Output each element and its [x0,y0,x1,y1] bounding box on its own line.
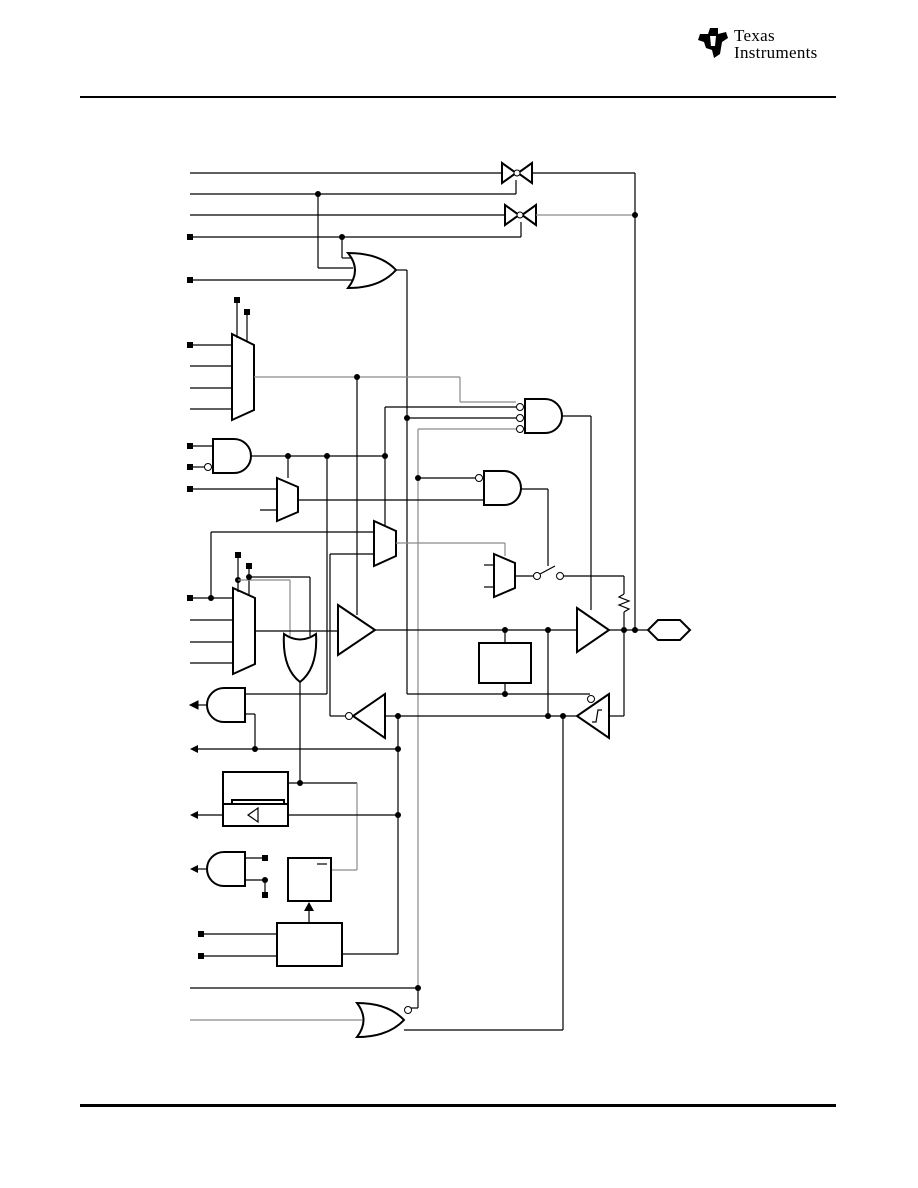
and-gate-3input [516,398,563,434]
register-block [287,857,332,902]
and-gate-left [187,438,252,474]
control-block [276,922,343,967]
pullup-resistor [617,576,631,630]
company-name-line1: Texas [734,26,775,45]
mux-5 [187,552,256,676]
or-gate-top [345,251,398,290]
mux-2 [187,476,299,523]
buffer-driver-2 [576,606,611,654]
inverting-buffer [345,692,386,740]
mux-3 [373,519,397,568]
company-name-line2: Instruments [734,43,818,62]
header-rule [80,96,836,98]
mux-4 [484,552,516,599]
ti-logo-icon [698,28,728,58]
and-gate-output-2 [206,851,268,898]
transmission-gate-1 [501,161,533,185]
input-lines-top [187,172,522,283]
latch-block [222,771,289,827]
pullup-switch [515,565,624,580]
io-pin-terminal [646,619,692,641]
and-gate-middle [475,470,522,506]
or-gate-vertical [282,632,318,684]
company-name: Texas Instruments [734,26,818,62]
delay-block [478,642,532,684]
company-logo: Texas Instruments [696,24,846,64]
mux-1 [187,297,255,422]
and-gate-output-1 [206,687,246,723]
footer-rule [80,1104,836,1107]
nor-gate-bottom [354,1001,412,1039]
buffer-driver-1 [337,603,377,657]
